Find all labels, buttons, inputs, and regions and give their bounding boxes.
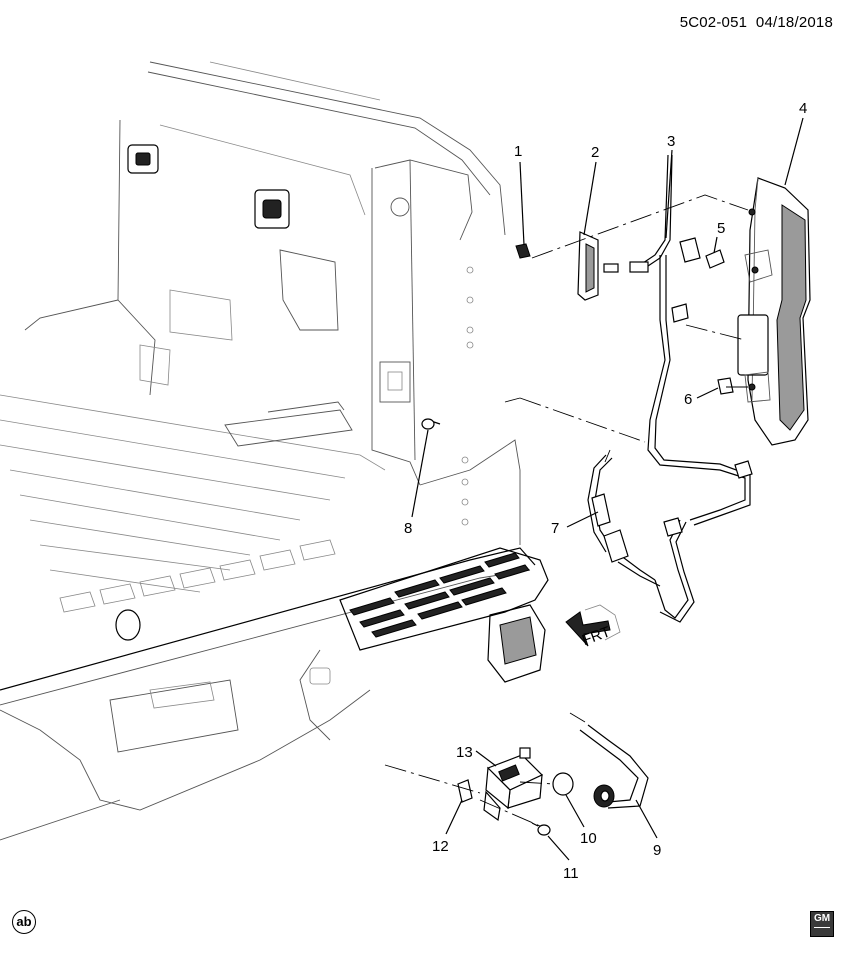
callout-11: 11 (563, 865, 579, 882)
callout-1: 1 (514, 143, 522, 160)
callout-6: 6 (684, 391, 692, 408)
gm-logo-underline (814, 927, 830, 933)
control-module (483, 747, 544, 822)
callout-12: 12 (432, 838, 449, 855)
license-lamp (577, 231, 619, 301)
gm-logo: GM (810, 911, 834, 937)
callout-8: 8 (404, 520, 412, 537)
callout-5: 5 (717, 220, 725, 237)
harness-plug (552, 772, 574, 796)
module-nut (457, 779, 473, 803)
gm-logo-text: GM (813, 913, 831, 924)
truck-bed-illustration (0, 61, 549, 841)
callout-9: 9 (653, 842, 661, 859)
callout-2: 2 (591, 144, 599, 161)
lower-harness (579, 724, 649, 809)
lamp-bolt (421, 418, 441, 430)
callout-3: 3 (667, 133, 675, 150)
lamp-clip (717, 377, 734, 395)
callout-13: 13 (456, 744, 473, 761)
callout-numbers: 1 2 3 4 5 6 7 8 9 10 11 12 13 (404, 100, 807, 882)
front-direction-arrow: FRT (565, 604, 621, 649)
callout-4: 4 (799, 100, 807, 117)
callout-10: 10 (580, 830, 597, 847)
wiring-harness (587, 154, 753, 623)
lamp-nut (515, 243, 531, 259)
tail-lamp-assembly (737, 177, 811, 446)
diagram-code-number: 5C02-051 (679, 14, 748, 31)
diagram-code: 5C02-051 04/18/2018 (680, 14, 833, 31)
diagram-date: 04/18/2018 (755, 14, 833, 31)
callout-7: 7 (551, 520, 559, 537)
module-bolt (531, 822, 551, 836)
relationship-lines (384, 194, 752, 827)
tail-lamp-bulb (705, 249, 725, 269)
leader-lines (411, 117, 804, 861)
ab-mark: ab (12, 910, 36, 934)
bumper-step-slots (349, 552, 530, 638)
